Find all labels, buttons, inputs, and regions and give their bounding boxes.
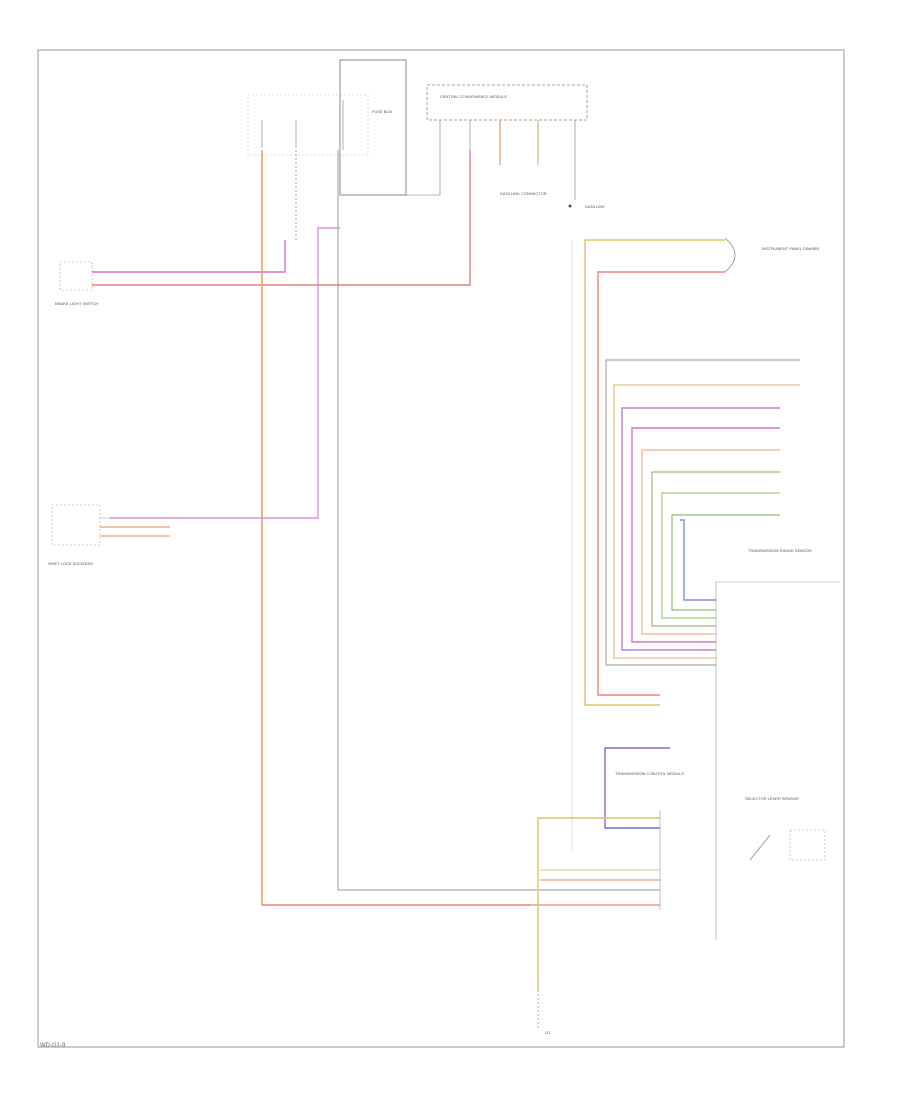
wire-gray-trunk [337,150,660,891]
data-link-label: DATA LINK CONNECTOR [500,191,547,196]
transmission-range-sensor: TRANSMISSION RANGE SENSOR [715,548,840,940]
trans-range-label: TRANSMISSION RANGE SENSOR [748,548,812,553]
wire-pink-trunk [110,227,340,519]
fuse-box: FUSE BOX [247,59,407,196]
tcm-label: TRANSMISSION CONTROL MODULE [615,771,685,776]
diagram-frame [37,49,845,1048]
ccm-label: CENTRAL CONVENIENCE MODULE [440,94,508,99]
wire-brake-red [92,150,471,286]
data-link-connector: DATA LINK CONNECTOR DATA LINK [500,191,605,209]
wire-orange-trunk [261,150,530,906]
fuse-box-label: FUSE BOX [372,109,393,114]
wire-red-dimmer [597,271,725,696]
instrument-dimmer: INSTRUMENT PANEL DIMMER [724,237,819,273]
brake-switch-label: BRAKE LIGHT SWITCH [55,301,98,306]
selector-label: SELECTOR LEVER SENSOR [745,796,799,801]
shift-lock-label: SHIFT LOCK SOLENOID [48,561,93,566]
selector-lever-sensor: SELECTOR LEVER SENSOR [745,796,826,861]
brake-light-switch: BRAKE LIGHT SWITCH [55,261,98,306]
wire-brake-pink [92,240,286,273]
ground-symbol: G1 [537,990,551,1035]
ground-label: G1 [545,1030,551,1035]
shift-lock-solenoid: SHIFT LOCK SOLENOID [48,504,101,566]
transmission-control-module: TRANSMISSION CONTROL MODULE [615,771,685,910]
wire-tan-dimmer [584,239,725,706]
footer-code: WD-G1-9 [40,1043,66,1049]
central-convenience-module: CENTRAL CONVENIENCE MODULE [406,84,588,200]
dimmer-label: INSTRUMENT PANEL DIMMER [762,246,819,251]
svg-text:DATA LINK: DATA LINK [585,204,605,209]
